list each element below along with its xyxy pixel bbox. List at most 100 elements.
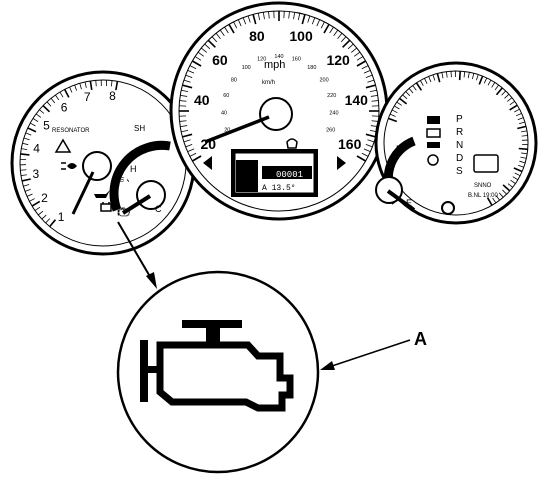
right-gauge-inner-ring — [383, 70, 529, 216]
dial-tick — [399, 97, 408, 105]
dial-tick — [179, 100, 187, 102]
dial-tick — [519, 160, 526, 164]
speedometer-kmh-label: 20 — [224, 128, 230, 134]
dial-tick — [502, 184, 511, 192]
dial-tick — [520, 130, 528, 133]
dial-tick — [183, 139, 191, 143]
dial-tick — [297, 13, 301, 21]
dial-tick — [207, 39, 216, 48]
dial-tick — [32, 118, 39, 122]
battery-icon — [100, 202, 112, 212]
dial-tick — [23, 137, 30, 141]
dial-tick — [204, 43, 211, 50]
dial-tick — [365, 84, 376, 89]
dial-tick — [27, 127, 37, 133]
dial-tick — [340, 36, 347, 43]
dial-tick — [45, 218, 51, 224]
dial-tick — [371, 120, 379, 122]
dial-tick — [183, 79, 191, 83]
dial-tick — [46, 101, 52, 107]
dial-tick — [39, 109, 45, 114]
dial-tick — [185, 143, 193, 148]
tachometer-tick-label: 2 — [41, 191, 48, 205]
tachometer-tick-label: 3 — [33, 167, 40, 181]
dial-tick — [228, 23, 235, 34]
dial-tick — [185, 74, 193, 79]
dial-tick — [405, 91, 411, 97]
speedometer-kmh-label: 60 — [223, 93, 229, 99]
dial-tick — [194, 56, 202, 61]
dial-tick — [501, 90, 507, 96]
speedometer-kmh-label: 220 — [327, 93, 336, 99]
dial-tick — [24, 188, 31, 192]
dial-tick — [370, 94, 378, 97]
temperature-arc — [109, 140, 171, 212]
callout-arrow — [117, 221, 157, 289]
gear-letter: S — [456, 166, 463, 177]
gear-letter: P — [456, 114, 463, 125]
dial-tick — [181, 89, 189, 93]
dial-tick — [369, 89, 377, 93]
dial-tick — [356, 56, 364, 61]
tachometer-tick-label: 1 — [58, 210, 65, 224]
dial-tick — [371, 100, 379, 102]
dial-tick — [491, 82, 496, 88]
dial-tick — [495, 87, 503, 96]
dial-tick — [50, 98, 56, 104]
right-indicator-2 — [426, 128, 441, 138]
speedometer-kmh-label: 100 — [242, 65, 251, 71]
dial-tick — [492, 197, 497, 204]
dial-tick — [354, 51, 361, 57]
dial-tick — [498, 192, 504, 198]
dial-tick — [363, 69, 371, 74]
dial-tick — [365, 133, 376, 138]
dial-tick — [35, 113, 42, 118]
dial-tick — [415, 82, 423, 91]
fuel-full-label: F — [396, 144, 402, 154]
dial-tick — [95, 80, 97, 87]
right-indicator-1 — [427, 116, 440, 124]
dial-tick — [181, 129, 189, 133]
display-trip-text: A 13.5° — [262, 184, 296, 193]
dial-tick — [293, 12, 296, 20]
dial-tick — [69, 86, 73, 93]
dial-tick — [347, 43, 354, 50]
left-turn-signal-icon — [203, 156, 212, 170]
dial-tick — [59, 91, 64, 98]
tachometer-tick-label: 8 — [109, 89, 116, 103]
dial-tick — [187, 148, 195, 153]
dial-tick — [458, 71, 461, 81]
dial-tick — [182, 84, 193, 89]
dial-tick — [367, 139, 375, 143]
dial-tick — [402, 94, 408, 100]
dial-tick — [365, 143, 373, 148]
dial-tick — [247, 15, 251, 23]
dial-tick — [507, 183, 513, 188]
multi-info-display: 00001 A 13.5° — [231, 149, 318, 197]
gear-letter: D — [456, 153, 463, 164]
tachometer-indicator-sh: SH — [134, 124, 145, 133]
speedometer-kmh-label: 140 — [274, 54, 283, 60]
speedometer-kmh-label: 200 — [319, 77, 328, 83]
dial-tick — [329, 26, 334, 34]
dial-tick — [26, 193, 33, 197]
tachometer-tick-label: 6 — [61, 100, 68, 114]
dial-tick — [301, 14, 306, 25]
dial-tick — [356, 60, 367, 67]
speedometer-kmh-label: 240 — [329, 111, 338, 117]
right-indicator-4 — [427, 154, 439, 166]
dial-tick — [316, 19, 321, 27]
temperature-arc-inner — [121, 153, 169, 206]
speedometer-mph-label: 160 — [338, 136, 362, 152]
dial-tick — [365, 74, 373, 79]
dial-tick — [262, 12, 265, 20]
dial-tick — [30, 122, 36, 127]
dial-tick — [22, 142, 29, 146]
dial-tick — [201, 47, 207, 53]
dial-tick — [74, 84, 78, 91]
dial-tick — [428, 76, 432, 83]
